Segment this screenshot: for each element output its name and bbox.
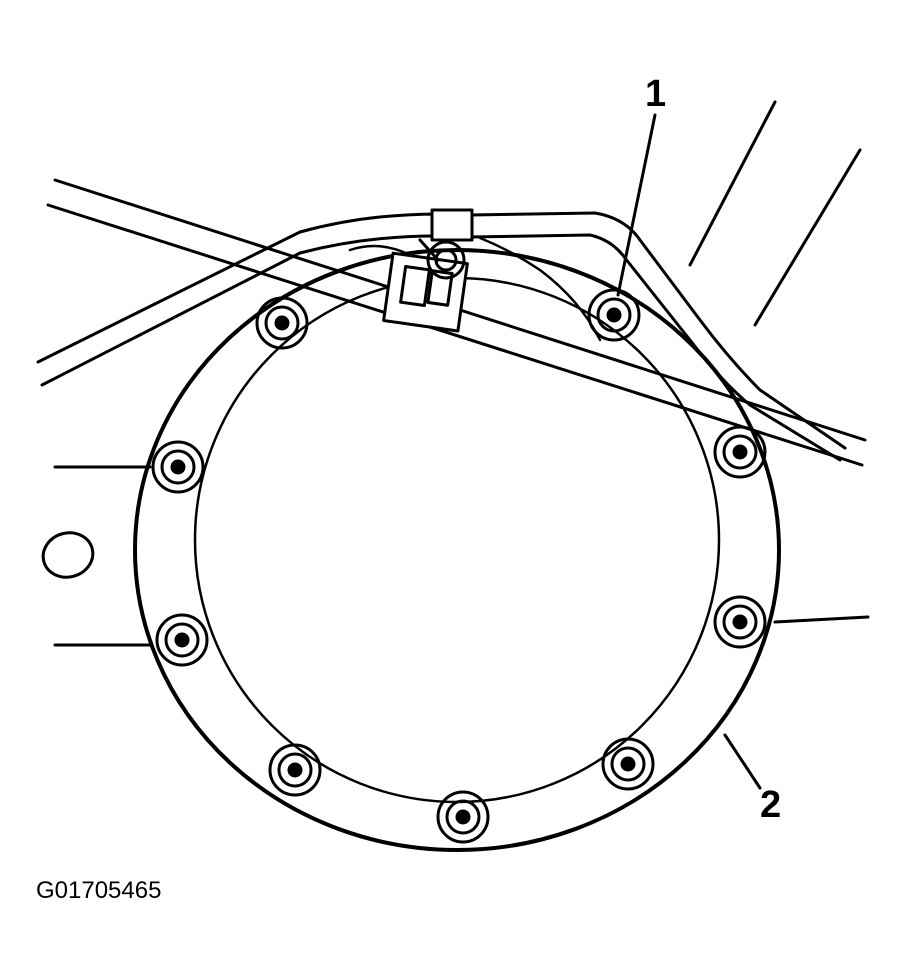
bolt: [155, 613, 209, 667]
bolt: [436, 790, 490, 844]
leader-line-2: [723, 733, 762, 790]
vent-hole: [41, 531, 95, 579]
bolt-1-callout-target: [587, 288, 641, 342]
brake-lines: [36, 100, 867, 467]
bolt: [426, 240, 466, 280]
leader-line-1: [616, 113, 657, 297]
bolt: [713, 425, 767, 479]
leader-lines: [616, 113, 762, 790]
callout-2-label: 2: [760, 784, 782, 826]
axle-housing: [41, 465, 870, 647]
bolt: [255, 296, 309, 350]
figure-id-label: G01705465: [36, 877, 162, 904]
bolt: [601, 737, 655, 791]
bolt: [151, 440, 205, 494]
differential-cover: [133, 248, 781, 852]
cover-bolts: [151, 240, 767, 844]
bolt: [268, 743, 322, 797]
wiring-connector: [382, 208, 474, 333]
bolt: [713, 595, 767, 649]
callout-1-label: 1: [645, 73, 667, 115]
